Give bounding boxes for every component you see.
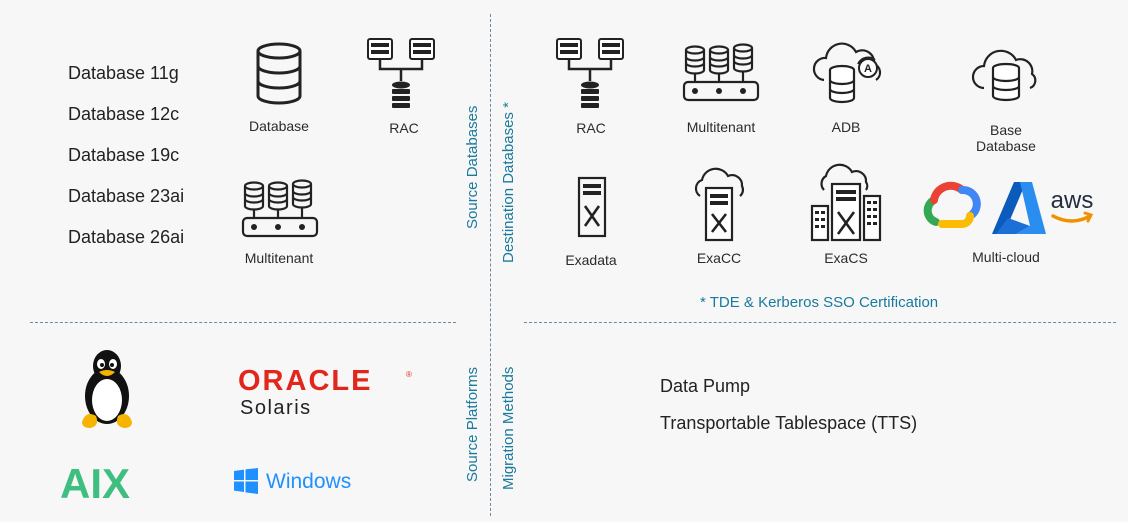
aws-wordmark: aws — [1051, 187, 1094, 214]
destination-rac-label: RAC — [576, 120, 606, 136]
linux-tux-icon — [82, 350, 132, 428]
version-19c: Database 19c — [68, 145, 180, 165]
destination-exadata-label: Exadata — [565, 252, 617, 268]
source-rac-label: RAC — [389, 120, 419, 136]
multi-cloud-logos: aws — [923, 181, 1094, 234]
version-11g: Database 11g — [68, 63, 179, 83]
destination-databases-title: Destination Databases * — [500, 102, 517, 263]
destination-rac-icon — [556, 38, 624, 108]
version-23ai: Database 23ai — [68, 186, 185, 206]
aix-wordmark: AIX — [60, 460, 130, 507]
exacs-icon — [810, 163, 882, 242]
exacc-icon — [694, 167, 745, 242]
base-database-icon — [971, 49, 1037, 102]
oracle-wordmark: ORACLE — [238, 365, 372, 397]
migration-methods-title: Migration Methods — [500, 366, 517, 490]
rac-icon — [367, 38, 435, 108]
source-database-label: Database — [249, 118, 309, 134]
vertical-divider — [490, 14, 491, 516]
destination-multi-cloud-label: Multi-cloud — [972, 249, 1040, 265]
windows-icon — [234, 468, 258, 494]
exadata-rack-icon — [577, 176, 607, 238]
horizontal-divider-left — [30, 322, 456, 323]
aws-icon: aws — [1051, 187, 1094, 223]
destination-exacs-label: ExaCS — [824, 250, 868, 266]
certification-note: * TDE & Kerberos SSO Certification — [700, 294, 939, 311]
windows-wordmark: Windows — [266, 470, 352, 493]
source-databases-title: Source Databases — [464, 105, 481, 229]
google-cloud-icon — [923, 181, 981, 228]
destination-adb-label: ADB — [831, 119, 861, 135]
oracle-registered-mark: ® — [406, 370, 412, 379]
aix-logo: AIX — [60, 460, 130, 507]
destination-exacc-label: ExaCC — [696, 250, 742, 266]
multitenant-icon — [241, 179, 319, 238]
horizontal-divider-right — [524, 322, 1116, 323]
migration-tts: Transportable Tablespace (TTS) — [660, 413, 918, 433]
azure-icon — [992, 182, 1046, 234]
source-platforms-title: Source Platforms — [464, 366, 481, 482]
version-12c: Database 12c — [68, 104, 180, 124]
destination-multitenant-icon — [682, 43, 760, 102]
source-multitenant-label: Multitenant — [244, 250, 314, 266]
version-26ai: Database 26ai — [68, 227, 185, 247]
solaris-wordmark: Solaris — [240, 397, 312, 419]
migration-data-pump: Data Pump — [660, 376, 751, 396]
destination-multitenant-label: Multitenant — [686, 119, 756, 135]
database-icon — [256, 42, 302, 105]
adb-badge-letter: A — [864, 63, 872, 75]
oracle-solaris-logo: ORACLE ® Solaris — [238, 365, 412, 419]
adb-cloud-icon: A — [812, 42, 882, 104]
destination-base-database-label: Base Database — [976, 122, 1036, 154]
